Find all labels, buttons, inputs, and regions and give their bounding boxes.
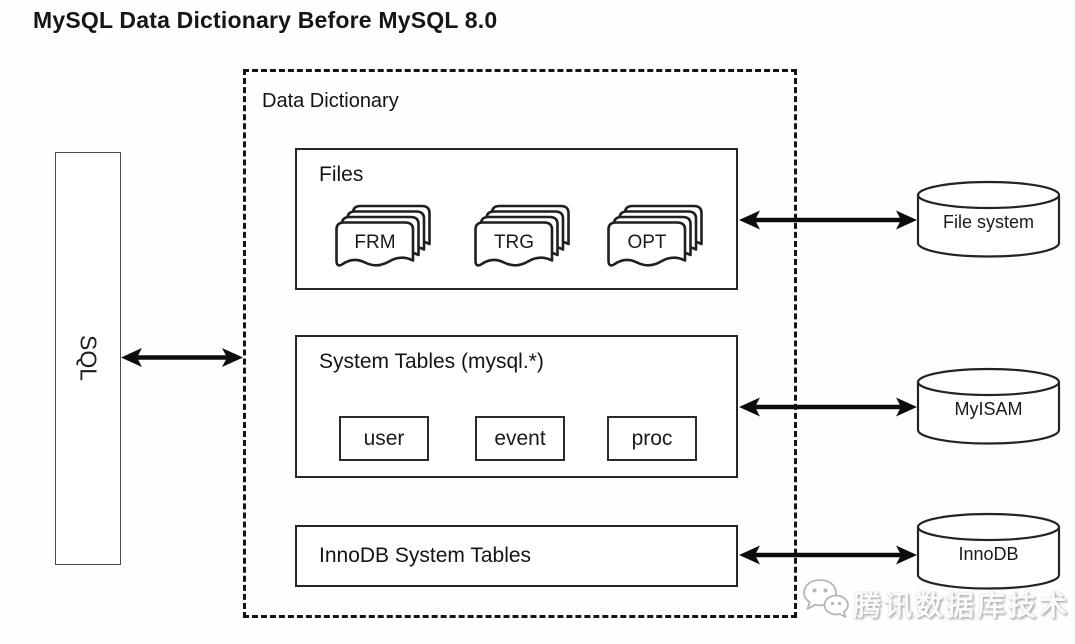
sql-box: SQL [55, 152, 121, 565]
system-tables-box: System Tables (mysql.*) user event proc [295, 335, 738, 478]
myisam-label: MyISAM [954, 399, 1022, 419]
system-tables-box-label: System Tables (mysql.*) [319, 350, 544, 373]
frm-files-stack-icon: FRM [335, 204, 431, 267]
event-table-box: event [475, 416, 565, 461]
arrow-sql-to-data-dictionary [121, 348, 243, 367]
innodb-system-tables-box: InnoDB System Tables [295, 525, 738, 587]
trg-files-stack-icon: TRG [474, 204, 570, 267]
file-system-cylinder-icon: File system [916, 180, 1061, 258]
proc-table-label: proc [631, 426, 673, 450]
user-table-label: user [363, 426, 405, 450]
data-dictionary-container: Data Dictionary Files FRM [243, 69, 797, 618]
file-system-label: File system [943, 212, 1034, 232]
innodb-system-tables-label: InnoDB System Tables [319, 544, 532, 567]
files-box: Files FRM TRG [295, 148, 738, 290]
user-table-box: user [339, 416, 429, 461]
sql-box-label: SQL [75, 335, 102, 382]
opt-files-stack-icon: OPT [607, 204, 703, 267]
innodb-label: InnoDB [958, 544, 1018, 564]
wechat-icon [803, 579, 849, 618]
trg-stack-label: TRG [494, 232, 534, 253]
page-title: MySQL Data Dictionary Before MySQL 8.0 [33, 7, 498, 33]
innodb-cylinder-icon: InnoDB [916, 512, 1061, 590]
frm-stack-label: FRM [354, 232, 395, 253]
myisam-cylinder-icon: MyISAM [916, 367, 1061, 445]
data-dictionary-label: Data Dictionary [262, 90, 399, 112]
proc-table-box: proc [607, 416, 697, 461]
watermark-text: 腾讯数据库技术 [853, 590, 1071, 621]
opt-stack-label: OPT [627, 232, 666, 253]
files-box-label: Files [319, 163, 364, 186]
event-table-label: event [494, 426, 546, 450]
